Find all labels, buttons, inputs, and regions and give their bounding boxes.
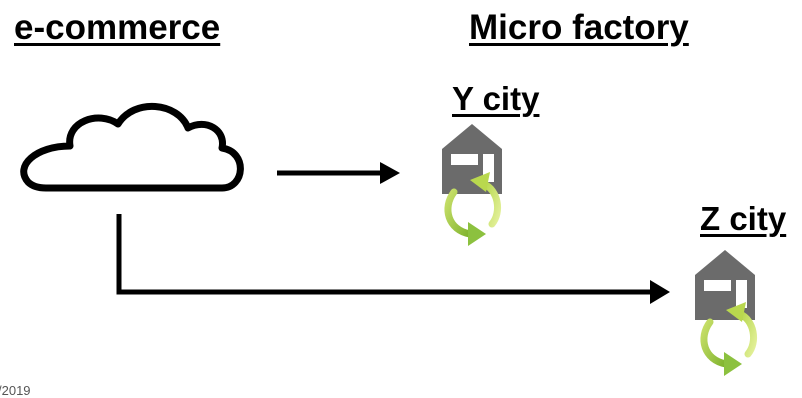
arrow-to-y-city: [277, 162, 400, 184]
arrow-to-z-city: [116, 214, 670, 304]
house-icon-y-city: [442, 124, 502, 194]
micro-factory-label: Micro factory: [469, 8, 689, 47]
y-city-label: Y city: [452, 80, 540, 117]
cloud-icon: [20, 102, 244, 192]
ecommerce-label: e-commerce: [14, 8, 221, 47]
footer-date: /2019: [0, 383, 31, 398]
z-city-label: Z city: [700, 200, 787, 237]
house-icon-z-city: [695, 250, 755, 320]
